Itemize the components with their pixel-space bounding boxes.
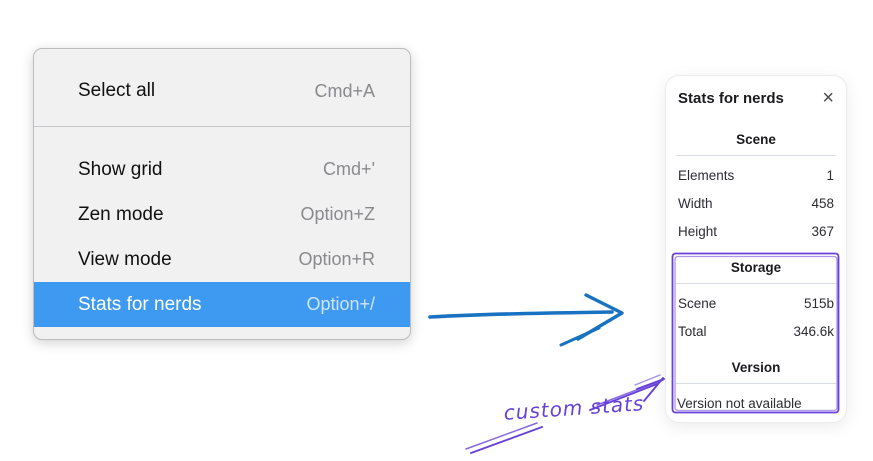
section-heading: Storage (730, 260, 782, 275)
close-icon[interactable]: × (822, 87, 834, 109)
menu-divider (34, 126, 410, 127)
menu-item-label: Show grid (78, 158, 163, 180)
blue-arrow (428, 293, 624, 347)
menu-item-shortcut: Cmd+A (314, 80, 375, 101)
context-menu: Select all Cmd+A Show grid Cmd+' Zen mod… (33, 48, 411, 340)
stat-label: Total (678, 324, 707, 339)
stats-section-version: Version Version not available (676, 360, 836, 418)
section-rule (676, 383, 836, 384)
stat-label: Width (678, 196, 713, 211)
menu-item-label: Stats for nerds (78, 293, 202, 315)
stat-row-height: Height 367 (676, 218, 836, 246)
stat-value: 367 (811, 224, 834, 239)
stats-section-storage: Storage Scene 515b Total 346.6k (676, 260, 836, 346)
menu-item-view-mode[interactable]: View mode Option+R (34, 237, 410, 282)
custom-stats-annotation: custom stats (502, 391, 646, 425)
menu-item-label: View mode (78, 248, 172, 270)
stat-value: 1 (826, 168, 834, 183)
section-rule (676, 155, 836, 156)
stats-section-scene: Scene Elements 1 Width 458 Height 367 (676, 132, 836, 246)
section-rule (676, 283, 836, 284)
menu-item-shortcut: Option+R (298, 249, 375, 269)
stat-label: Elements (678, 168, 735, 183)
stat-label: Height (678, 224, 718, 239)
menu-item-show-grid[interactable]: Show grid Cmd+' (34, 147, 410, 192)
stat-row-scene-storage: Scene 515b (676, 290, 836, 318)
stat-value: 346.6k (793, 324, 834, 339)
stat-value: 458 (811, 196, 834, 211)
menu-item-shortcut: Cmd+' (323, 159, 375, 179)
menu-item-shortcut: Option+Z (300, 204, 375, 224)
stats-panel: Stats for nerds × Scene Elements 1 Width… (665, 75, 847, 423)
stat-label: Scene (678, 296, 717, 311)
menu-item-label: Select all (78, 80, 156, 101)
stats-panel-title: Stats for nerds (678, 89, 784, 107)
section-heading: Version (731, 360, 781, 375)
section-heading: Scene (736, 132, 776, 147)
menu-item-select-all[interactable]: Select all Cmd+A (34, 65, 410, 117)
stats-panel-header: Stats for nerds × (676, 88, 836, 108)
stat-row-elements: Elements 1 (676, 162, 836, 190)
stat-value: 515b (803, 296, 834, 311)
menu-item-shortcut: Option+/ (306, 294, 375, 314)
menu-item-label: Zen mode (78, 203, 164, 225)
menu-item-zen-mode[interactable]: Zen mode Option+Z (34, 192, 410, 237)
version-note: Version not available (677, 396, 802, 411)
menu-item-stats-for-nerds[interactable]: Stats for nerds Option+/ (34, 282, 410, 327)
stat-row-total-storage: Total 346.6k (676, 318, 836, 346)
stat-row-width: Width 458 (676, 190, 836, 218)
